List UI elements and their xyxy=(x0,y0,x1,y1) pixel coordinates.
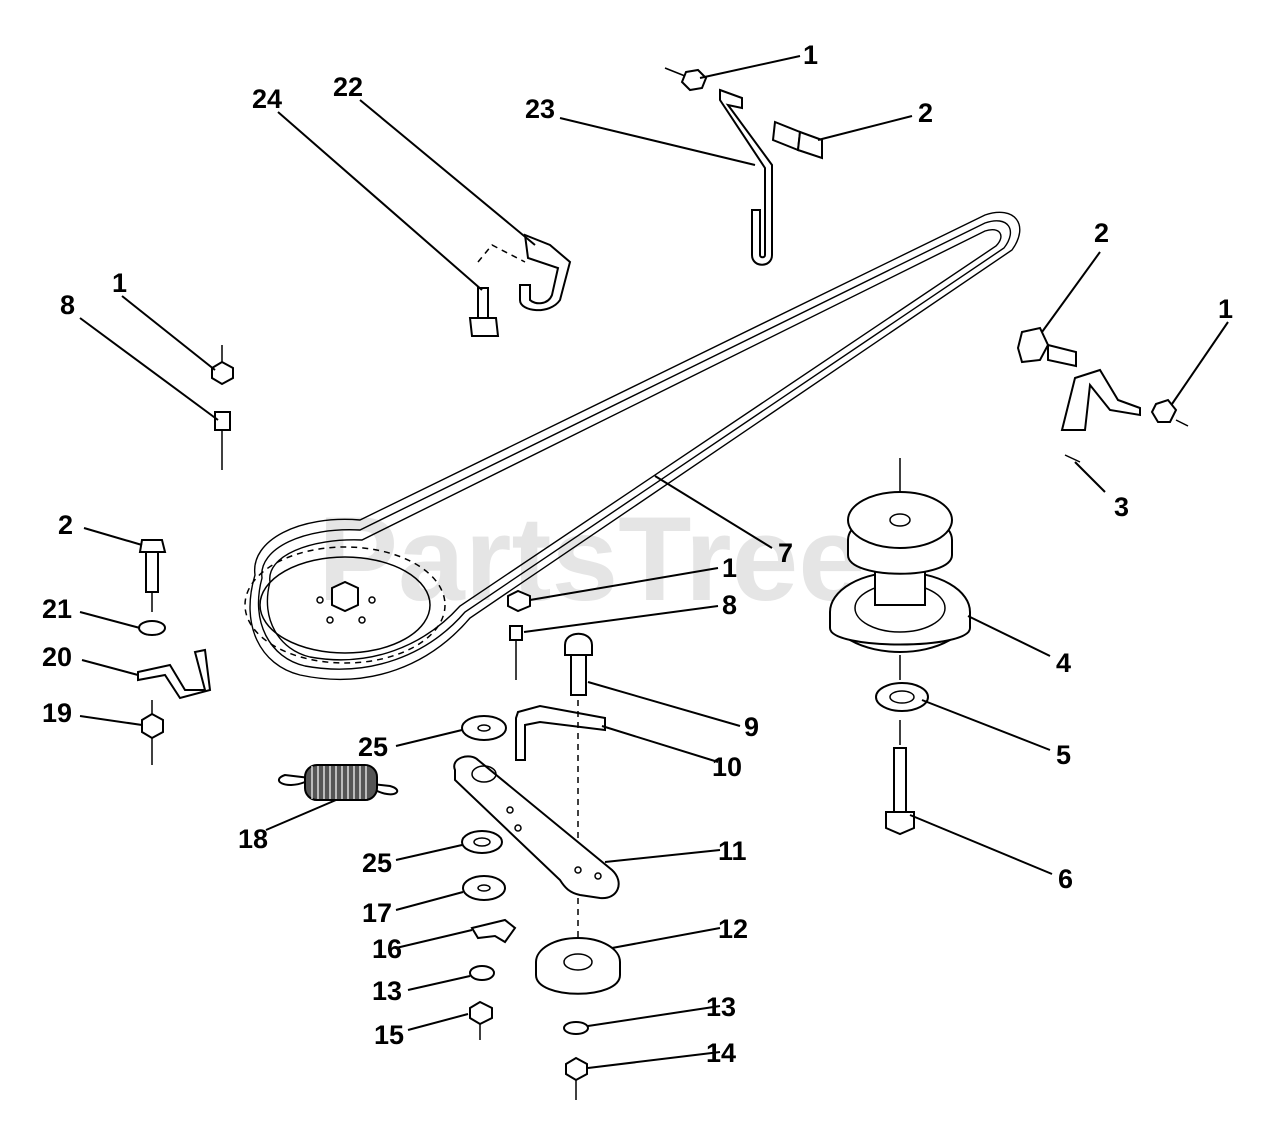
callout-5: 5 xyxy=(1056,740,1071,770)
callout-10: 10 xyxy=(712,752,742,782)
callout-2: 2 xyxy=(918,98,933,128)
callout-7: 7 xyxy=(778,538,793,568)
callout-13-left: 13 xyxy=(372,976,402,1006)
callout-25-top: 25 xyxy=(358,732,388,762)
callout-19: 19 xyxy=(42,698,72,728)
callout-3: 3 xyxy=(1114,492,1129,522)
callout-14: 14 xyxy=(706,1038,736,1068)
callout-17: 17 xyxy=(362,898,392,928)
nut-stud-center xyxy=(507,589,531,680)
watermark: PartsTree xyxy=(318,492,865,626)
callout-2-right: 2 xyxy=(1094,218,1109,248)
tension-spring xyxy=(277,764,399,801)
callout-6: 6 xyxy=(1058,864,1073,894)
callout-18: 18 xyxy=(238,824,268,854)
callout-20: 20 xyxy=(42,642,72,672)
callout-16: 16 xyxy=(372,934,402,964)
nut-stud-left xyxy=(211,345,234,470)
belt-guide-23 xyxy=(664,67,823,266)
callout-12: 12 xyxy=(718,914,748,944)
double-pulley-assembly xyxy=(829,458,971,836)
callout-4: 4 xyxy=(1056,648,1071,678)
callout-13-right: 13 xyxy=(706,992,736,1022)
callout-2-bolt: 2 xyxy=(58,510,73,540)
callout-1-center: 1 xyxy=(722,553,737,583)
callout-11: 11 xyxy=(718,836,747,866)
callout-25-bottom: 25 xyxy=(362,848,392,878)
callout-22: 22 xyxy=(333,72,363,102)
idler-arm-assembly xyxy=(453,632,621,1100)
callout-1-left: 1 xyxy=(112,268,127,298)
callout-21: 21 xyxy=(42,594,72,624)
callout-1-right: 1 xyxy=(1218,294,1233,324)
drive-belt xyxy=(249,211,1021,681)
callout-1: 1 xyxy=(803,40,818,70)
engine-pulley xyxy=(244,546,446,664)
belt-guide-3 xyxy=(1016,326,1189,463)
callout-24: 24 xyxy=(252,84,282,114)
callout-8-left: 8 xyxy=(60,290,75,320)
callout-8-center: 8 xyxy=(722,590,737,620)
callout-15: 15 xyxy=(374,1020,404,1050)
belt-guide-22 xyxy=(468,233,572,337)
left-washer-stack xyxy=(461,715,517,1040)
callout-9: 9 xyxy=(744,712,759,742)
leader-lines xyxy=(79,55,1229,1069)
callout-23: 23 xyxy=(525,94,555,124)
callout-numbers: 1 2 23 22 24 1 8 2 1 3 7 4 2 1 21 8 20 1… xyxy=(42,40,1233,1068)
left-bolt-stack xyxy=(137,539,212,765)
